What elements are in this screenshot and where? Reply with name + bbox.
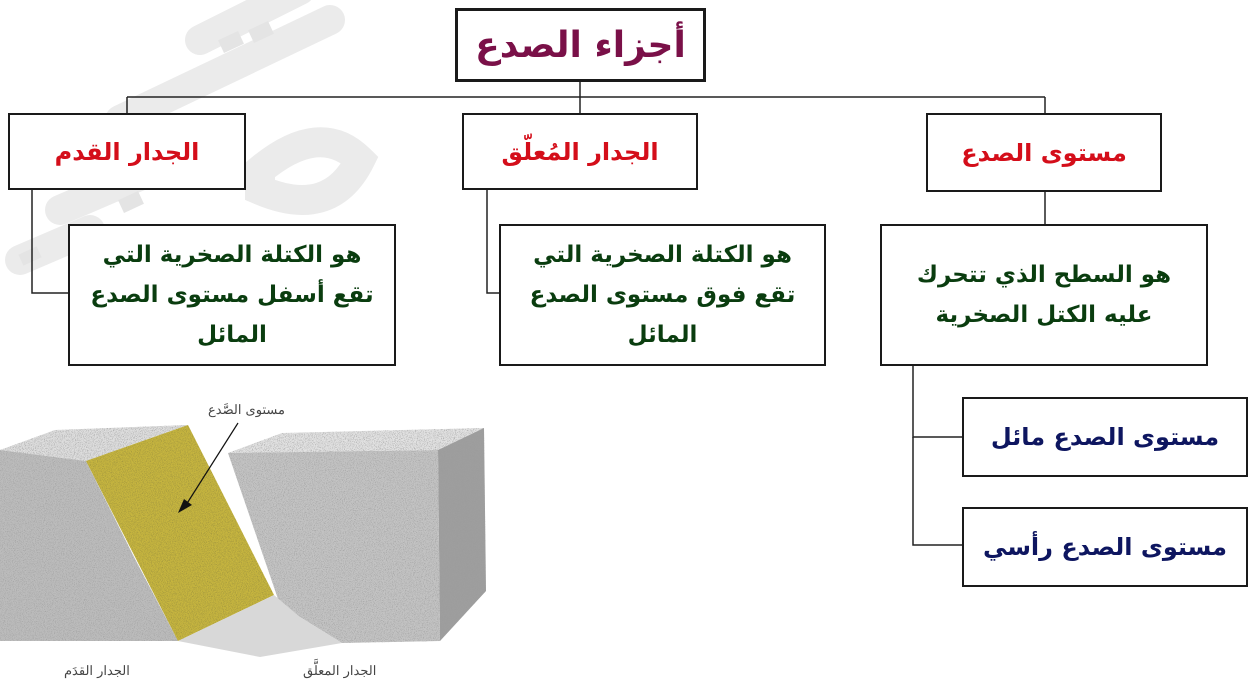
vertical-fault-type-label: مستوى الصدع رأسي — [983, 533, 1227, 561]
footwall-definition-line-2: تقع أسفل مستوى الصدع — [90, 282, 374, 308]
diagram-title-text: أجزاء الصدع — [475, 24, 686, 66]
hanging-wall-definition-line-2: تقع فوق مستوى الصدع — [529, 282, 796, 308]
illustration-hanging-wall-label: الجدار المعلَّق — [303, 664, 377, 679]
fault-plane-surface — [86, 425, 274, 641]
fault-illustration — [0, 422, 486, 657]
fault-plane-label-box: مستوى الصدع — [926, 113, 1162, 192]
footwall-label-box: الجدار القدم — [8, 113, 246, 190]
hanging-wall-definition-line-1: هو الكتلة الصخرية التي — [533, 242, 792, 268]
hanging-wall-block — [228, 428, 486, 643]
hanging-wall-label: الجدار المُعلّق — [501, 137, 659, 166]
inclined-fault-type-label: مستوى الصدع مائل — [990, 423, 1220, 451]
fault-plane-definition-line-2: عليه الكتل الصخرية — [935, 302, 1153, 328]
footwall-definition-box: هو الكتلة الصخرية التي تقع أسفل مستوى ال… — [68, 224, 396, 366]
illustration-fault-plane-label: مستوى الصَّدع — [208, 403, 285, 418]
footwall-block — [0, 425, 188, 641]
vertical-fault-type-box: مستوى الصدع رأسي — [962, 507, 1248, 587]
hanging-wall-definition-line-3: المائل — [627, 322, 698, 348]
fault-plane-label: مستوى الصدع — [961, 138, 1127, 167]
inclined-fault-type-box: مستوى الصدع مائل — [962, 397, 1248, 477]
fault-plane-definition-box: هو السطح الذي تتحرك عليه الكتل الصخرية — [880, 224, 1208, 366]
footwall-label: الجدار القدم — [54, 137, 200, 166]
footwall-definition-line-3: المائل — [197, 322, 267, 348]
diagram-title: أجزاء الصدع — [455, 8, 706, 82]
hanging-wall-definition-box: هو الكتلة الصخرية التي تقع فوق مستوى الص… — [499, 224, 826, 366]
illustration-footwall-label: الجدار القدَم — [64, 664, 130, 679]
hanging-wall-label-box: الجدار المُعلّق — [462, 113, 698, 190]
footwall-definition-line-1: هو الكتلة الصخرية التي — [102, 242, 362, 268]
fault-plane-definition-line-1: هو السطح الذي تتحرك — [916, 262, 1172, 288]
